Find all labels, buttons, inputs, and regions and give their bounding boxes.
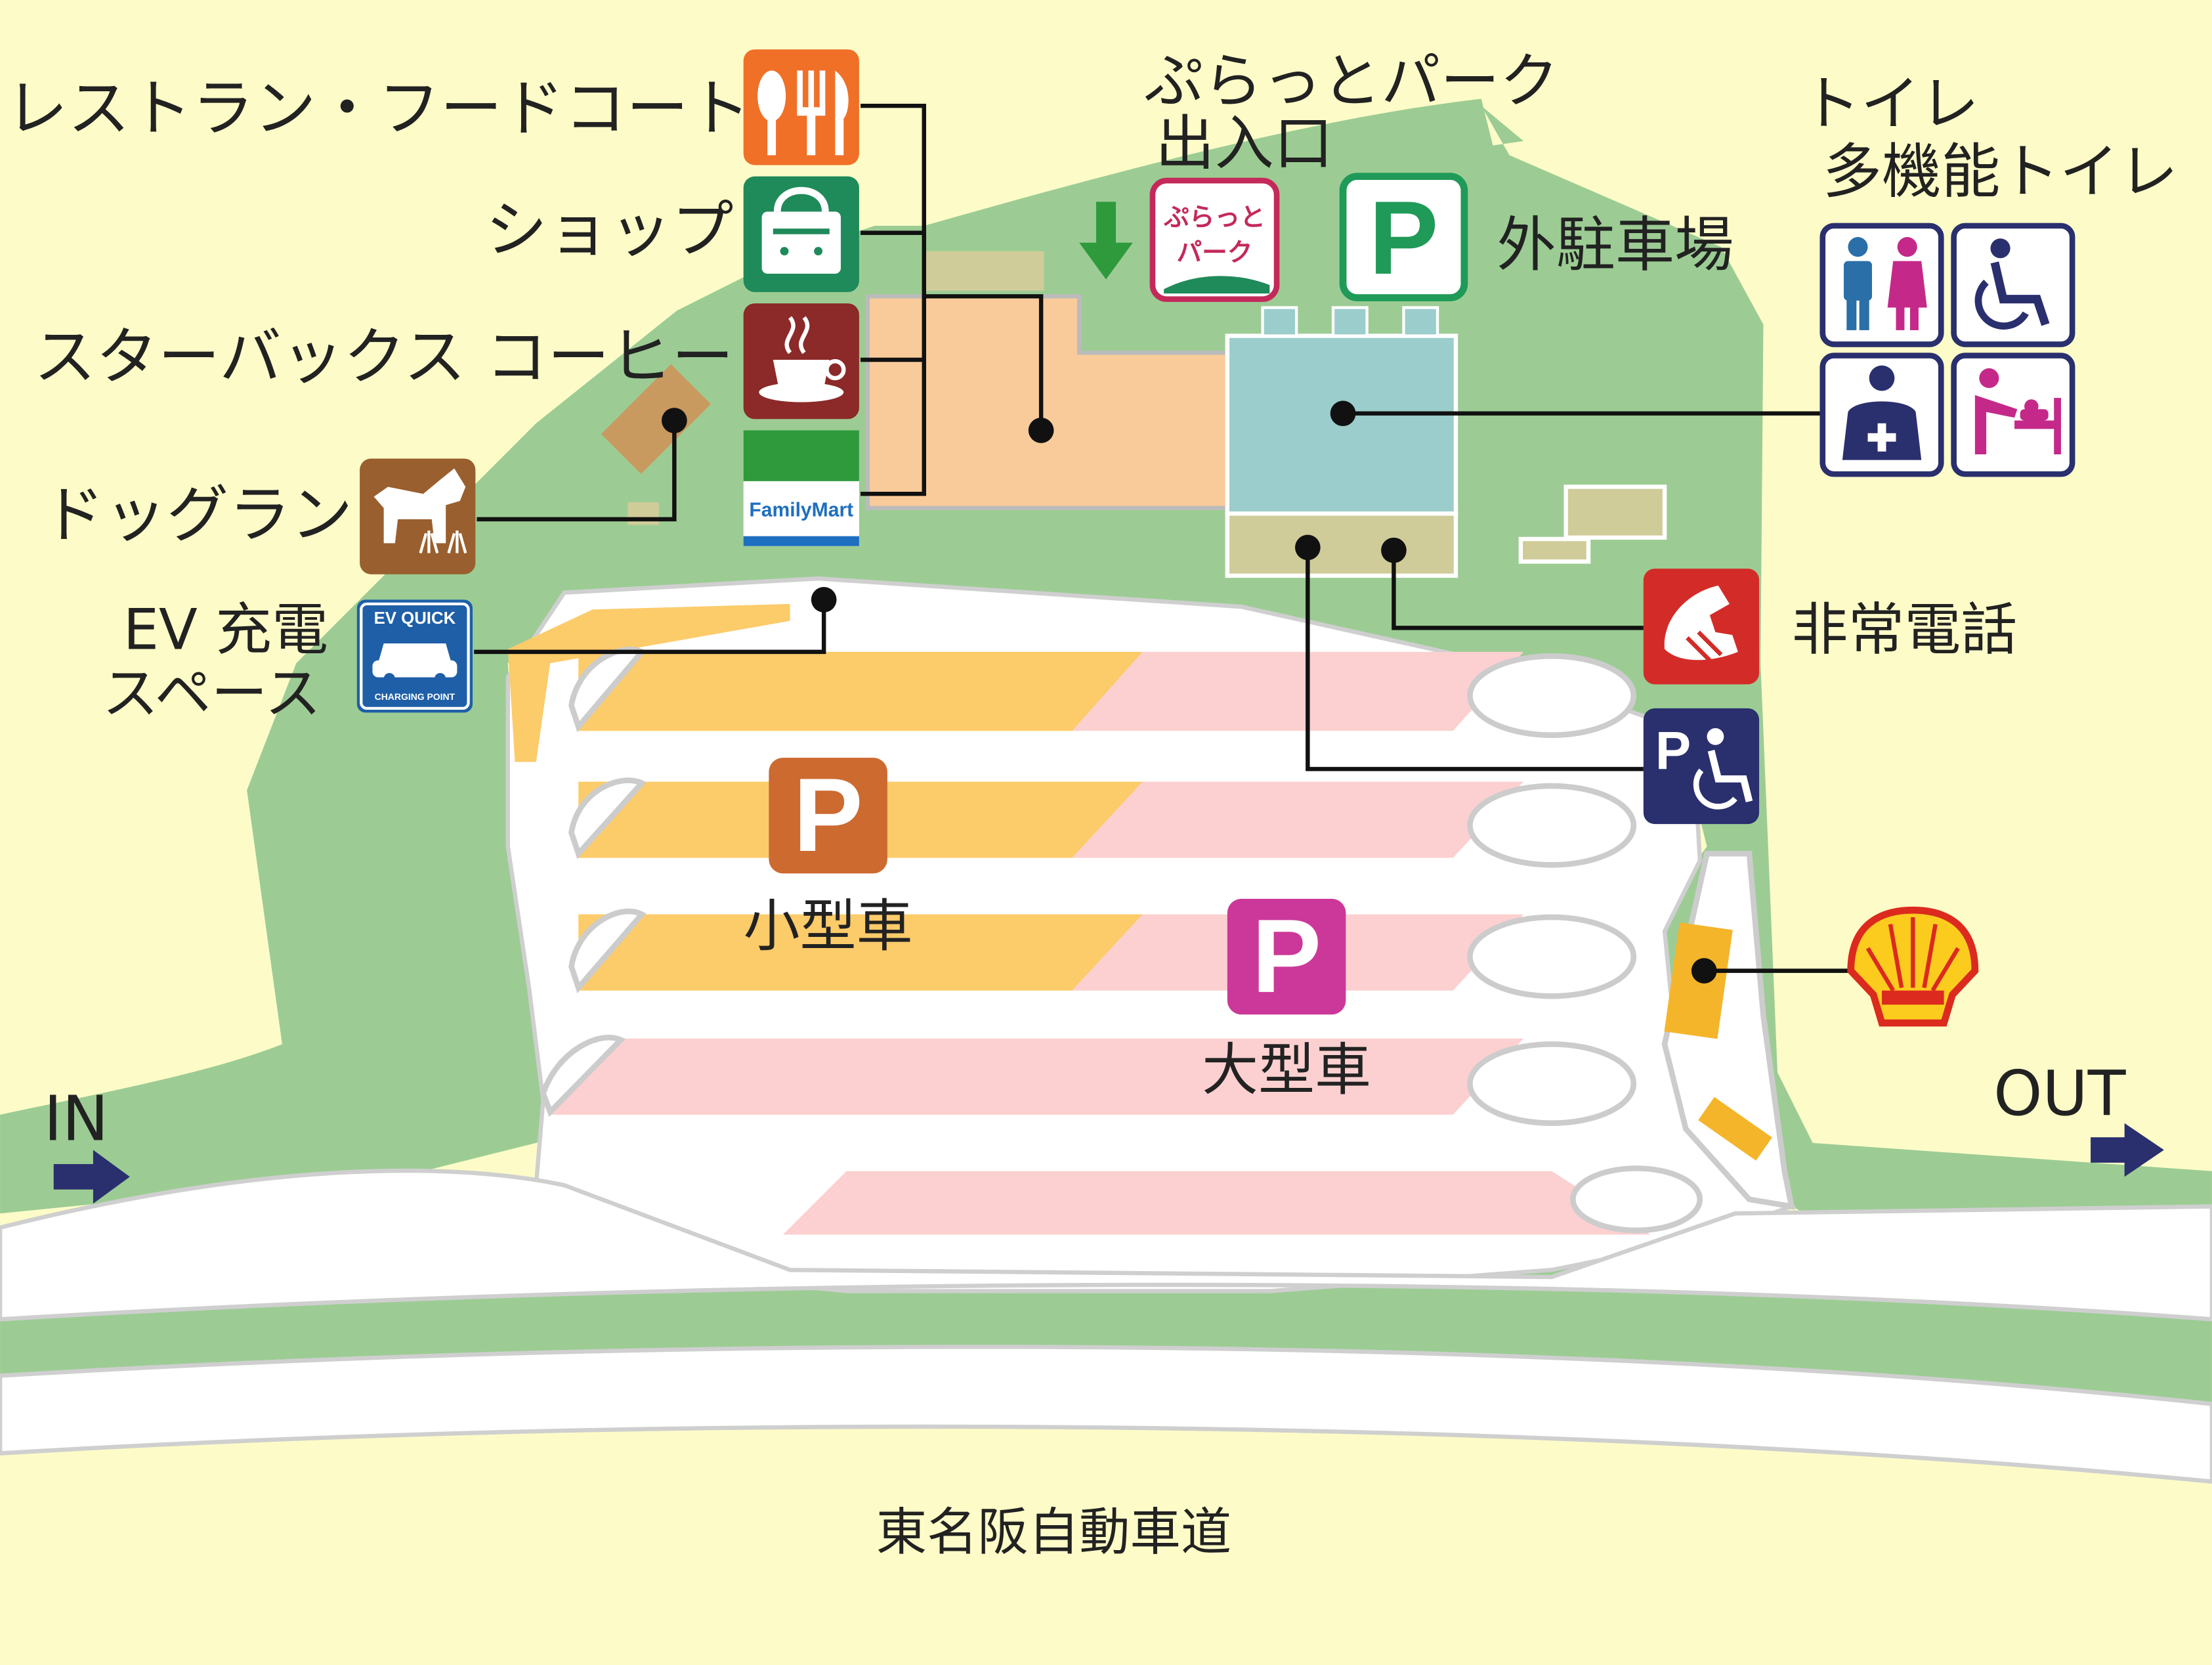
small-car-zone: [507, 603, 1143, 991]
out-label: OUT: [1993, 1058, 2127, 1130]
small-car-parking-icon[interactable]: P: [769, 756, 887, 874]
shell-icon[interactable]: [1847, 906, 1979, 1027]
building-vent: [1402, 306, 1439, 337]
gas-station-pump: [1698, 1096, 1772, 1161]
green-area-north: [0, 106, 2212, 1214]
ev-label-line1: EV 充電: [123, 597, 328, 663]
outer-parking-icon[interactable]: P: [1339, 173, 1468, 301]
starbucks-label: スターバックス コーヒー: [33, 321, 733, 393]
toilet-label-line1: トイレ: [1802, 70, 1980, 139]
ev-charging-point-text: CHARGING POINT: [375, 691, 456, 702]
large-car-zone: [550, 651, 1651, 1235]
leader-dots: [662, 400, 1717, 984]
building-vent: [1331, 306, 1369, 337]
plat-park-label-line2: 出入口: [1155, 109, 1333, 178]
building-small-north: [924, 251, 1044, 291]
parking-islands: [540, 647, 1703, 1234]
large-car-parking-letter: P: [1252, 897, 1321, 1014]
in-label: IN: [44, 1083, 109, 1156]
shop-icon[interactable]: [743, 176, 859, 292]
building-east-small: [1518, 536, 1591, 564]
dog-run-area: [601, 364, 712, 474]
small-car-parking-letter: P: [794, 756, 863, 873]
plat-sign-line2: パーク: [1176, 238, 1252, 268]
plat-sign-line1: ぷらっと: [1163, 203, 1266, 232]
familymart-logo-text: FamilyMart: [749, 500, 853, 521]
toilet-label-line2: 多機能トイレ: [1823, 137, 2179, 206]
restaurant-icon[interactable]: [743, 49, 859, 165]
building-dog-run: [627, 502, 659, 525]
first-aid-icon[interactable]: [1819, 353, 1944, 477]
in-arrow-icon: [53, 1150, 130, 1204]
building-vent: [1261, 306, 1298, 337]
highway-label: 東名阪自動車道: [876, 1503, 1232, 1562]
leader-lines: [474, 103, 1848, 973]
outer-parking-letter: P: [1369, 179, 1438, 296]
dog-icon[interactable]: [360, 458, 476, 574]
shop-label: ショップ: [485, 194, 733, 267]
ev-charging-icon[interactable]: EV QUICK CHARGING POINT: [356, 599, 473, 713]
accessible-parking-icon[interactable]: P: [1643, 708, 1760, 825]
ev-label-line2: スペース: [102, 660, 322, 726]
plat-park-icon[interactable]: ぷらっと パーク: [1149, 177, 1280, 302]
emergency-phone-label: 非常電話: [1792, 597, 2018, 663]
toilet-icon[interactable]: [1819, 223, 1944, 347]
green-area-hill: [874, 98, 1496, 254]
road-mainline: [0, 1168, 2212, 1322]
entrance-arrow-icon: [1079, 202, 1133, 280]
building-annex: [1225, 511, 1458, 578]
building-east: [1563, 485, 1667, 540]
coffee-icon[interactable]: [743, 303, 859, 420]
ev-quick-text: EV QUICK: [374, 609, 456, 628]
wheelchair-toilet-icon[interactable]: [1951, 223, 2075, 347]
large-car-label: 大型車: [1202, 1037, 1371, 1103]
emergency-phone-icon[interactable]: [1643, 569, 1760, 685]
restaurant-label: レストラン・フードコート: [6, 73, 751, 145]
outer-parking-label: 外駐車場: [1497, 211, 1733, 280]
dogrun-label: ドッグラン: [43, 479, 353, 551]
large-car-parking-icon[interactable]: P: [1227, 897, 1346, 1015]
out-arrow-icon: [2091, 1123, 2164, 1177]
baby-changing-icon[interactable]: [1951, 353, 2075, 477]
accessible-parking-letter: P: [1655, 721, 1691, 781]
plat-park-label-line1: ぷらっとパーク: [1144, 47, 1559, 116]
small-car-label: 小型車: [744, 894, 913, 959]
familymart-icon[interactable]: FamilyMart: [743, 430, 859, 546]
